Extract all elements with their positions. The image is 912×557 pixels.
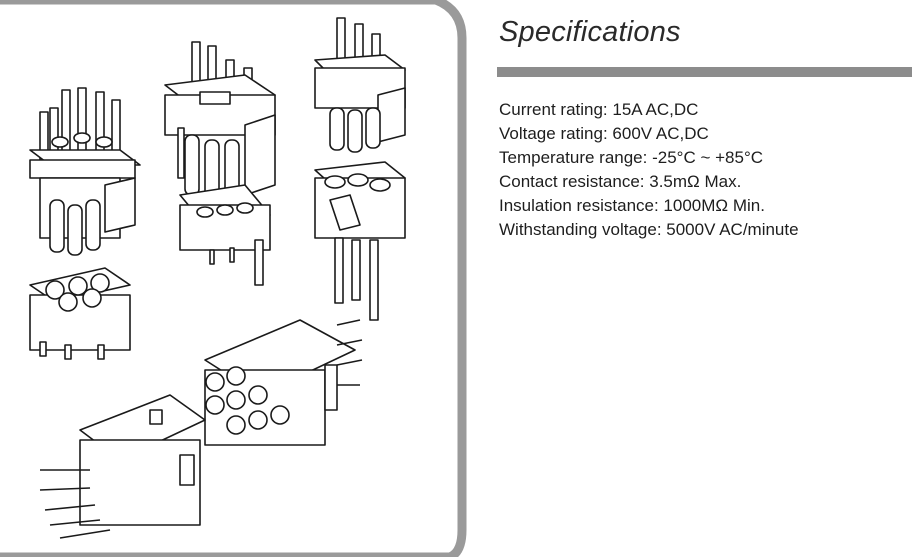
connector-illustration xyxy=(0,0,467,557)
specifications-list: Current rating: 15A AC,DC Voltage rating… xyxy=(499,98,799,242)
spec-insulation-resistance: Insulation resistance: 1000MΩ Min. xyxy=(499,196,765,215)
connector-2row-pins-right xyxy=(314,17,406,153)
connector-2row-pins xyxy=(164,41,276,199)
panel-border xyxy=(0,0,467,557)
connector-mated-pair-wires xyxy=(204,319,363,446)
connector-illustration-panel xyxy=(0,0,467,557)
spec-voltage-rating: Voltage rating: 600V AC,DC xyxy=(499,124,709,143)
connector-single-row-header xyxy=(179,184,271,286)
specifications-title: Specifications xyxy=(499,16,681,48)
spec-temperature-range: Temperature range: -25°C ~ +85°C xyxy=(499,148,764,167)
connector-receptacle-leads xyxy=(314,161,406,321)
spec-contact-resistance: Contact resistance: 3.5mΩ Max. xyxy=(499,172,742,191)
specifications-panel: Specifications Current rating: 15A AC,DC… xyxy=(497,0,912,557)
spec-current-rating: Current rating: 15A AC,DC xyxy=(499,100,699,119)
spec-withstanding-voltage: Withstanding voltage: 5000V AC/minute xyxy=(499,220,799,239)
connector-3x3-plug-pins xyxy=(29,87,141,256)
connector-plug-wires xyxy=(39,394,206,539)
connector-3x3-pcb-receptacle xyxy=(29,267,131,360)
title-divider xyxy=(497,67,912,77)
